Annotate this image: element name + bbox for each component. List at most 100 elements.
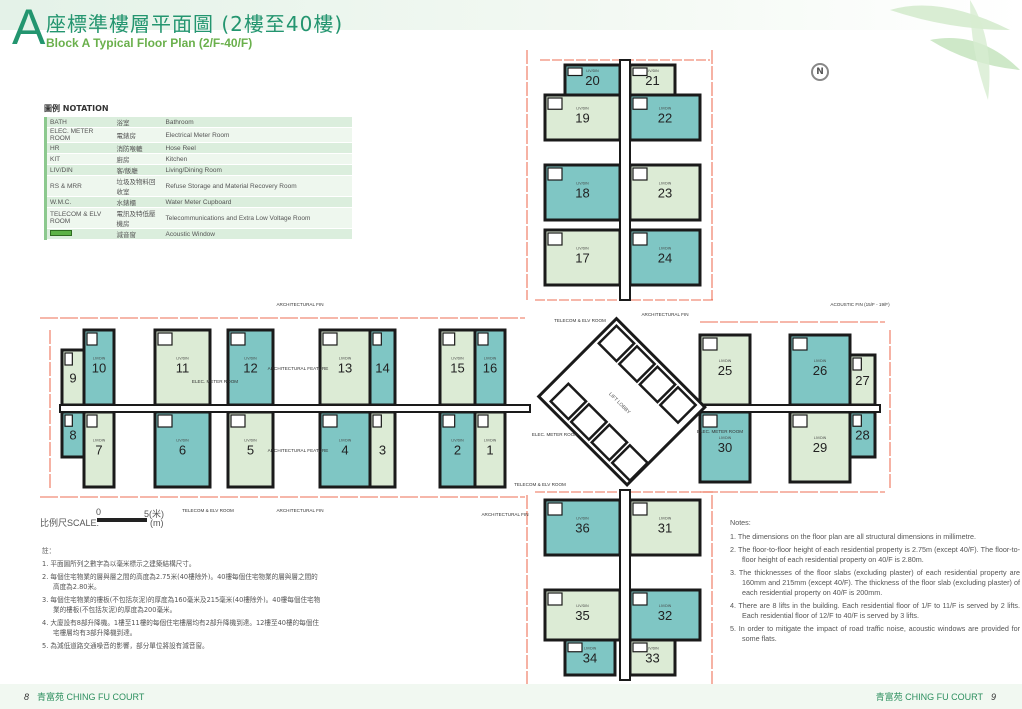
scale-unit: (m) — [150, 518, 164, 528]
bathroom — [477, 414, 489, 428]
bathroom — [372, 332, 382, 346]
scale-five: 5(米) — [144, 509, 164, 519]
livdin-label: LIV/DIN — [719, 436, 732, 440]
unit-28: 28 — [848, 410, 877, 459]
livdin-label: LIV/DIN — [576, 182, 589, 186]
livdin-label: LIV/DIN — [659, 247, 672, 251]
livdin-label: LIV/DIN — [659, 182, 672, 186]
bathroom — [632, 167, 648, 181]
bathroom — [547, 232, 563, 246]
livdin-label: LIV/DIN — [576, 604, 589, 608]
lift — [569, 402, 609, 442]
bathroom — [632, 642, 648, 653]
livdin-label: LIV/DIN — [814, 359, 827, 363]
bathroom — [547, 502, 563, 516]
bathroom — [157, 332, 173, 346]
east-corridor — [699, 404, 881, 413]
livdin-label: LIV/DIN — [484, 357, 497, 361]
unit-number: 28 — [855, 428, 869, 443]
bathroom — [322, 332, 338, 346]
page-title: 座標準樓層平面圖 (2樓至40樓) — [46, 12, 344, 36]
unit-number: 35 — [575, 608, 589, 623]
bathroom — [852, 357, 862, 371]
bathroom — [230, 414, 246, 428]
unit-number: 32 — [658, 608, 672, 623]
south-corridor — [619, 489, 631, 681]
unit-number: 19 — [575, 111, 589, 126]
west-corridor — [59, 404, 531, 413]
bathroom — [702, 414, 718, 428]
unit-number: 13 — [338, 361, 352, 376]
telecom-label: TELECOM & ELV ROOM — [514, 482, 566, 487]
bathroom — [322, 414, 338, 428]
bathroom — [477, 332, 489, 346]
livdin-label: LIV/DIN — [244, 439, 257, 443]
bathroom — [64, 414, 73, 427]
unit-number: 33 — [645, 651, 659, 666]
arch-fin-label: ARCHITECTURAL FIN — [481, 512, 528, 517]
lift — [658, 385, 698, 425]
bathroom — [632, 502, 648, 516]
unit-9: 9 — [60, 348, 86, 407]
arch-fin-label: ARCHITECTURAL FIN — [276, 302, 323, 307]
livdin-label: LIV/DIN — [646, 647, 659, 651]
livdin-label: LIV/DIN — [339, 357, 352, 361]
livdin-label: LIV/DIN — [451, 439, 464, 443]
lift — [589, 422, 629, 462]
unit-number: 36 — [575, 521, 589, 536]
livdin-label: LIV/DIN — [339, 439, 352, 443]
unit-8: 8 — [60, 410, 86, 459]
livdin-label: LIV/DIN — [576, 517, 589, 521]
bathroom — [86, 414, 98, 428]
unit-number: 26 — [813, 363, 827, 378]
livdin-label: LIV/DIN — [659, 107, 672, 111]
notes-chinese: 註： 1. 平面圖所列之數字為以毫米標示之建築結構尺寸。2. 每個住宅物業的層與… — [42, 547, 321, 650]
bathroom — [442, 332, 456, 346]
livdin-label: LIV/DIN — [484, 439, 497, 443]
unit-number: 24 — [658, 251, 672, 266]
bathroom — [547, 592, 563, 606]
bathroom — [632, 67, 648, 77]
bathroom — [632, 232, 648, 246]
unit-number: 4 — [341, 443, 348, 458]
unit-number: 27 — [855, 373, 869, 388]
page-number: 9 — [990, 692, 996, 702]
livdin-label: LIV/DIN — [719, 359, 732, 363]
bathroom — [230, 332, 246, 346]
lift — [597, 323, 636, 363]
bathroom — [792, 337, 808, 351]
livdin-label: LIV/DIN — [93, 357, 106, 361]
bathroom — [442, 414, 456, 428]
page-number: 8 — [24, 692, 30, 702]
unit-number: 8 — [69, 428, 76, 443]
unit-number: 1 — [486, 443, 493, 458]
north-corridor — [619, 59, 631, 301]
lift — [548, 381, 588, 421]
unit-number: 17 — [575, 251, 589, 266]
footer — [0, 684, 1022, 709]
header-band — [0, 0, 1022, 30]
